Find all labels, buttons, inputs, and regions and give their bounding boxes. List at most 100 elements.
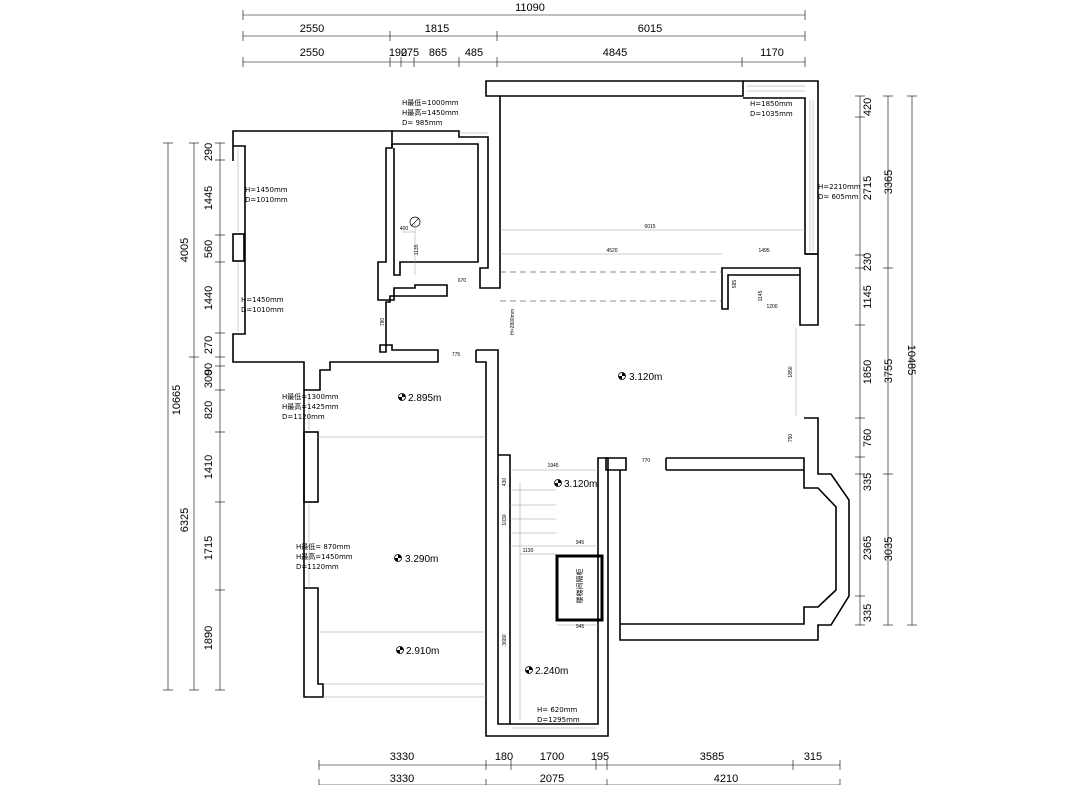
dim-inner-670: 670 [458,278,467,284]
elevation-marker: 2.910m [396,646,439,657]
note-w3-0: H=1450mm [245,186,288,194]
dim-left-row2-1: 1445 [203,186,215,210]
dim-inner-1135: 1135 [414,244,420,255]
elevation-marker: 3.290m [394,554,438,565]
elevation-e5: 2.910m [406,646,439,657]
note-w1-1: H最高=1450mm [402,108,459,117]
dim-top-overall: 11090 [515,2,545,14]
note-w8-0: H= 620mm [537,706,578,714]
stair-storage-box [555,554,604,622]
dim-left-row2-7: 820 [203,401,215,419]
dim-inner-1030: 1030 [502,514,508,525]
dim-top-row2-3: 865 [429,47,447,59]
wall-left-pier [232,233,245,262]
dim-right-row1-2: 3035 [883,537,895,561]
dim-left-row2-5: 90 [203,363,215,375]
elevation-e4: 3.290m [405,554,438,565]
dim-bottom-row2-0: 3330 [390,773,414,785]
dim-bottom-row1-1: 180 [495,751,513,763]
dim-top-row2-5: 4845 [603,47,627,59]
dim-right-row2-1: 2715 [862,176,874,200]
dim-bottom-row1-0: 3330 [390,751,414,763]
dim-inner-1145: 1145 [758,290,764,301]
dim-inner-1495: 1495 [758,248,769,254]
dim-left-row1-1: 6325 [179,508,191,532]
note-w4-0: H=1450mm [241,296,284,304]
elevation-marker: 3.120m [618,372,662,383]
dim-top-row2-1: 190 [389,47,407,59]
elevation-markers: 2.895m 3.120m 3.120m 3.290m 2.910m 2.240… [394,372,662,677]
inner-dimensions: 6015 4520 1495 670 775 780 400 1135 1945… [380,224,794,646]
dim-top-row1-0: 2550 [300,23,324,35]
dim-left-row1-0: 4005 [179,238,191,262]
dim-inner-4520: 4520 [606,248,617,254]
wall-left-bedroom [232,130,448,391]
beam-lines [500,229,805,302]
dim-right-row1-0: 3365 [883,170,895,194]
dim-bottom-row2-1: 2075 [540,773,564,785]
dim-inner-1200: 1200 [766,304,777,310]
dim-inner-h2800: H=2800mm [510,309,516,335]
dim-inner-595: 595 [732,280,738,289]
dim-inner-945a: 945 [576,540,585,546]
note-w2-1: D=1035mm [750,110,793,118]
dim-left-row2-4: 270 [203,336,215,354]
elevation-marker: 3.120m [554,479,597,490]
note-w8-1: D=1295mm [537,716,580,724]
left-dimensions: 10665 4005 6325 290 1445 560 1440 270 90… [163,142,225,691]
dim-inner-1945: 1945 [547,463,558,469]
note-w7-0: H最低= 870mm [296,542,351,551]
wall-bath [392,80,501,289]
dim-inner-780: 780 [380,318,386,327]
right-dimensions: 420 2715 230 1145 1850 760 335 2365 335 … [855,95,917,626]
wall-left-pier2 [303,431,319,503]
dim-inner-6015: 6015 [644,224,655,230]
dim-top-row2-2: 275 [401,47,419,59]
dim-inner-430: 430 [502,478,508,487]
dim-left-row2-10: 1890 [203,626,215,650]
window-notes: H最低=1000mm H最高=1450mm D= 985mm H=1850mm … [241,98,861,724]
dim-left-row2-6: 300 [203,370,215,388]
dim-bottom-row1-5: 315 [804,751,822,763]
dim-top-row1-1: 1815 [425,23,449,35]
dim-inner-1850v: 1850 [788,366,794,377]
dim-left-row2-8: 1410 [203,455,215,479]
dim-right-row2-2: 230 [862,253,874,271]
elevation-e6: 2.240m [535,666,568,677]
elevation-marker: 2.240m [525,666,568,677]
walls: 楼梯间隔柜 [232,80,850,737]
bottom-dimensions: 3330 180 1700 195 3585 315 3330 2075 421… [318,751,841,785]
dim-inner-400: 400 [400,226,409,232]
dim-left-overall: 10665 [171,385,183,416]
dim-right-row2-0: 420 [862,98,874,116]
note-w2-0: H=1850mm [750,100,793,108]
elevation-e2: 3.120m [629,372,662,383]
elevation-e1: 2.895m [408,393,441,404]
dim-left-row2-9: 1715 [203,536,215,560]
dim-inner-750: 750 [788,434,794,443]
note-w6-0: H最低=1300mm [282,392,339,401]
note-w5-1: D= 605mm [818,193,859,201]
dim-right-row1-1: 3755 [883,359,895,383]
dim-bottom-row1-3: 195 [591,751,609,763]
stair-storage-label: 楼梯间隔柜 [575,569,584,604]
dim-right-row2-6: 335 [862,473,874,491]
wall-right-room [605,417,850,641]
dim-top-row2-6: 1170 [760,47,784,59]
windows [237,85,814,729]
dim-right-row2-4: 1850 [862,360,874,384]
dim-inner-770: 770 [642,458,651,464]
note-w7-2: D=1120mm [296,563,339,571]
wall-bath-inner [391,143,479,276]
dim-bottom-row1-2: 1700 [540,751,564,763]
dim-bottom-row1-4: 3585 [700,751,724,763]
dim-left-row2-2: 560 [203,240,215,258]
elevation-marker: 2.895m [398,393,441,404]
note-w1-0: H最低=1000mm [402,98,459,107]
wall-right-room-inner [620,457,837,625]
floor-drain-icon [402,216,421,275]
wall-top-room [500,80,744,97]
top-dimensions: 11090 2550 1815 6015 2550 190 275 865 48… [242,2,806,67]
dim-inner-1130: 1130 [523,548,534,554]
